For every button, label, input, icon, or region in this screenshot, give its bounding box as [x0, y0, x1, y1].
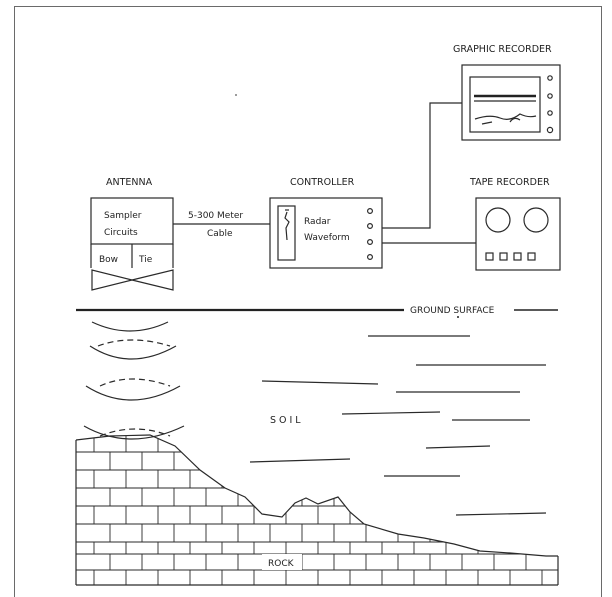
- cable-length-label: 5-300 Meter: [188, 211, 243, 221]
- controller-label: CONTROLLER: [290, 177, 355, 188]
- circuits-label: Circuits: [104, 228, 138, 238]
- tie-label: Tie: [138, 255, 153, 265]
- radar-wavefronts: [83, 321, 185, 440]
- cable-link: 5-300 Meter Cable: [173, 211, 270, 239]
- tape-recorder-unit: [475, 197, 561, 271]
- graphic-recorder-unit: [461, 64, 561, 141]
- ground-surface: GROUND SURFACE: [76, 306, 558, 318]
- cable-label: Cable: [207, 229, 233, 239]
- rock-bricks: [76, 436, 558, 585]
- speck: [235, 94, 237, 96]
- rock-surface-outline: [75, 434, 558, 557]
- rock-label: ROCK: [268, 559, 295, 569]
- radar-label: Radar: [304, 217, 331, 227]
- sampler-label: Sampler: [104, 211, 142, 221]
- tape-recorder-label: TAPE RECORDER: [469, 177, 550, 188]
- graphic-recorder-label: GRAPHIC RECORDER: [453, 44, 552, 55]
- soil-label: SOIL: [270, 415, 304, 426]
- waveform-label: Waveform: [304, 233, 350, 243]
- controller-unit: Radar Waveform: [269, 197, 383, 269]
- ground-surface-label: GROUND SURFACE: [410, 306, 495, 316]
- antenna-label: ANTENNA: [106, 177, 153, 188]
- figure-frame: [14, 6, 602, 597]
- soil-strata-lines: [249, 335, 547, 516]
- rock-label-background: [262, 554, 302, 570]
- graphic-recorder-link: [382, 102, 462, 229]
- sampler-circuits-box: Sampler Circuits: [90, 197, 174, 245]
- bow-label: Bow: [99, 255, 118, 265]
- bow-tie-antenna: Bow Tie: [90, 244, 174, 291]
